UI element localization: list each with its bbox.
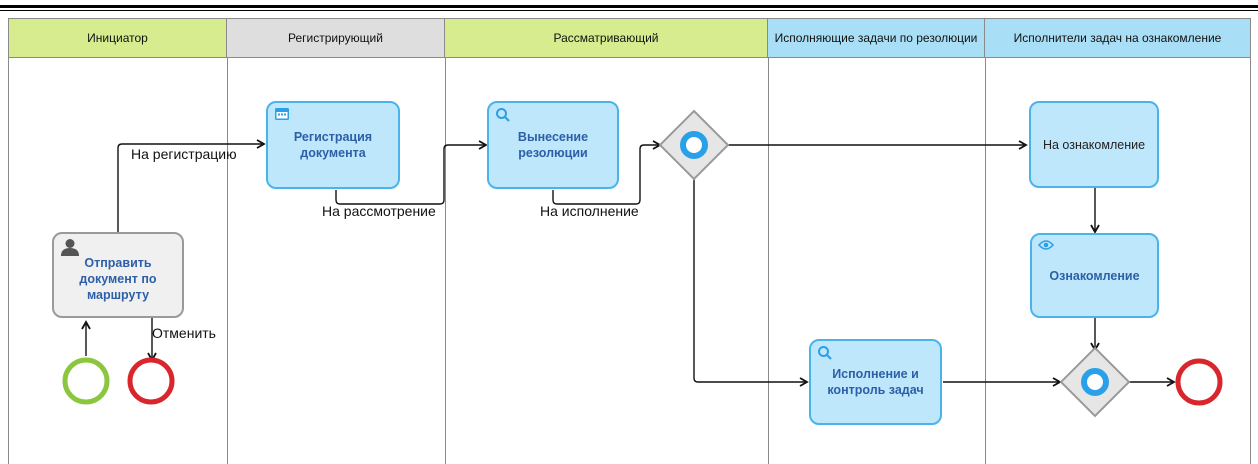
lane-divider [985, 58, 986, 464]
lane-divider [445, 58, 446, 464]
lane-header-registrar: Регистрирующий [227, 18, 445, 58]
task-resolution[interactable]: Вынесение резолюции [487, 101, 619, 189]
flow-to-registration [117, 139, 266, 232]
lane-divider [768, 58, 769, 464]
calendar-icon [274, 107, 290, 125]
flow-gateway-to-execution [693, 178, 809, 387]
lane-header-readers: Исполнители задач на ознакомление [985, 18, 1251, 58]
end-event-final [1175, 358, 1223, 406]
task-execution-control-label: Исполнение и контроль задач [827, 367, 924, 397]
lane-divider [227, 58, 228, 464]
search-icon [495, 107, 511, 127]
task-send-document-label: Отправить документ по маршруту [79, 256, 157, 302]
search-icon [817, 345, 833, 365]
task-send-document[interactable]: Отправить документ по маршруту [52, 232, 184, 318]
task-for-review-label: На ознакомление [1042, 137, 1146, 152]
start-event [62, 357, 110, 405]
task-familiarization-label: Ознакомление [1049, 268, 1140, 283]
flow-to-review [335, 140, 488, 205]
lane-header-reviewer: Рассматривающий [445, 18, 768, 58]
task-resolution-label: Вынесение резолюции [517, 130, 589, 160]
join-gateway [1059, 346, 1131, 418]
lane-divider [1250, 58, 1251, 464]
eye-icon [1037, 239, 1055, 255]
lane-divider [8, 58, 9, 464]
flow-label-cancel: Отменить [152, 325, 216, 341]
task-register-document-label: Регистрация документа [293, 130, 373, 160]
end-event-cancel [127, 357, 175, 405]
flow-label-to-review: На рассмотрение [322, 203, 436, 219]
user-icon [60, 238, 80, 260]
task-familiarization[interactable]: Ознакомление [1030, 233, 1159, 318]
lane-header-executors: Исполняющие задачи по резолюции [768, 18, 985, 58]
task-for-review[interactable]: На ознакомление [1029, 101, 1159, 188]
task-register-document[interactable]: Регистрация документа [266, 101, 400, 189]
split-gateway [658, 109, 730, 181]
flow-to-execution [552, 140, 662, 205]
lane-header-initiator: Инициатор [8, 18, 227, 58]
top-rule-thin [0, 10, 1258, 11]
top-rule [0, 5, 1258, 8]
task-execution-control[interactable]: Исполнение и контроль задач [809, 339, 942, 425]
flow-label-to-execution: На исполнение [540, 203, 639, 219]
flow-label-to-registration: На регистрацию [131, 146, 237, 162]
